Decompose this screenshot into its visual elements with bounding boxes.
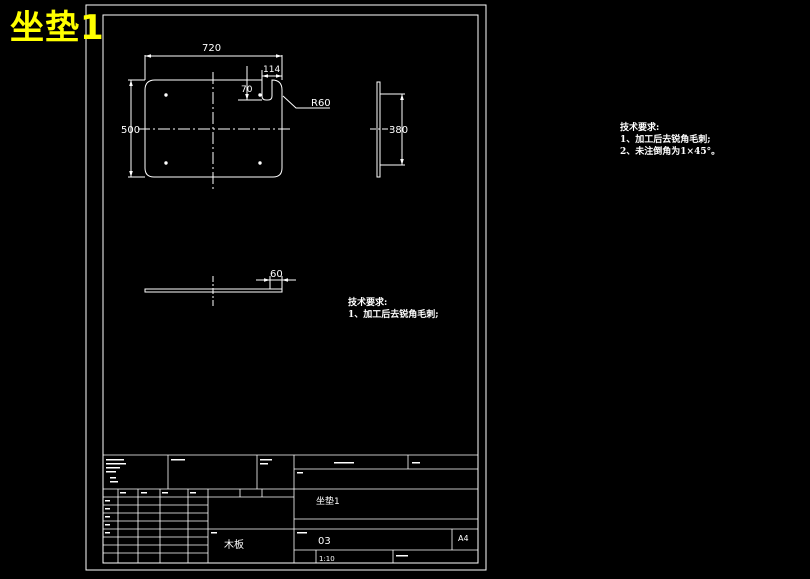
tech-req-item: 1、加工后去锐角毛刺; [348,310,439,320]
tech-req-item: 2、未注倒角为1×45°。 [620,147,721,157]
title-block [103,454,478,563]
dim-radius-label: R60 [311,98,331,109]
dim-side-label: 380 [389,125,408,136]
technical-requirements-right: 技术要求: 1、加工后去锐角毛刺; 2、未注倒角为1×45°。 [620,122,720,158]
hole [258,93,262,97]
title-block-fine-print [105,459,420,557]
plate-outline [144,79,283,178]
tech-req-item: 1、加工后去锐角毛刺; [620,135,711,145]
dim-notch-label: 114 [263,65,280,75]
side-view [370,81,405,178]
title-block-material: 木板 [224,538,244,551]
dim-height-label: 500 [121,125,140,136]
title-block-scale: 1:10 [319,555,335,563]
dim-thickness-label: 60 [270,269,283,280]
top-view [144,276,296,306]
inner-border [102,14,479,564]
hole [258,161,262,165]
dim-notch-depth-label: 70 [241,85,253,95]
title-block-part-name: 坐垫1 [316,495,340,507]
title-block-drawing-number: 03 [318,536,331,547]
front-view [128,54,330,192]
title-block-sheet-size: A4 [458,534,469,543]
dim-width-label: 720 [202,43,221,54]
radius-leader [282,95,330,109]
tech-req-heading: 技术要求: [620,123,660,133]
hole [164,161,168,165]
tech-req-heading: 技术要求: [348,298,388,308]
hole [164,93,168,97]
technical-requirements-center: 技术要求: 1、加工后去锐角毛刺; [348,297,439,321]
outer-border [85,4,487,571]
drawing-title: 坐垫1 [10,8,105,48]
